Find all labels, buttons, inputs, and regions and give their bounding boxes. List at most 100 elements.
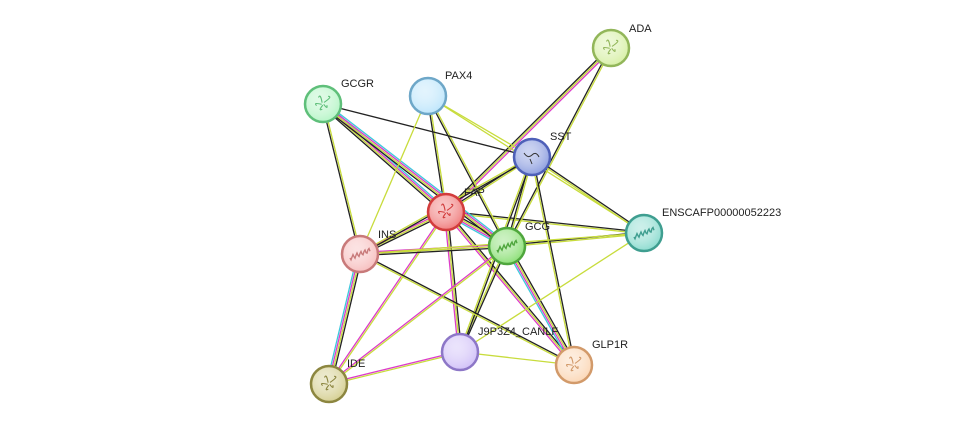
node-highlight <box>312 367 346 401</box>
edge-evidence-line <box>532 155 645 233</box>
edge-gcg-ide <box>328 244 508 386</box>
node-glp1r[interactable]: GLP1R <box>554 339 628 385</box>
node-label-gcgr: GCGR <box>341 78 374 90</box>
node-highlight <box>557 348 591 382</box>
edge-evidence-line <box>330 254 363 385</box>
edge-evidence-line <box>329 212 448 385</box>
edge-sst-glp1r <box>530 156 576 366</box>
edge-evidence-line <box>507 245 576 365</box>
node-pax4[interactable]: PAX4 <box>408 70 472 116</box>
edge-evidence-line <box>445 211 461 353</box>
edge-evidence-line <box>507 48 613 247</box>
edge-evidence-line <box>320 105 445 215</box>
edge-evidence-line <box>323 102 508 246</box>
edge-evidence-line <box>322 104 507 248</box>
edge-ins-ide <box>326 253 363 385</box>
node-label-fap: FAP <box>464 187 485 199</box>
peptide-structure-icon <box>523 152 540 165</box>
node-label-ada: ADA <box>629 23 652 35</box>
edge-evidence-line <box>505 47 611 246</box>
edge-evidence-line <box>460 246 509 353</box>
edge-evidence-line <box>329 254 362 385</box>
node-highlight <box>594 31 628 65</box>
node-highlight <box>411 79 445 113</box>
node-label-sst: SST <box>550 131 572 143</box>
node-fap[interactable]: FAP <box>426 187 485 232</box>
edge-gcg-gcgr <box>321 101 509 249</box>
edge-evidence-line <box>327 253 360 384</box>
edge-evidence-line <box>322 103 533 158</box>
helix-structure-icon <box>496 239 518 254</box>
edge-fap-j9p3z4 <box>443 211 463 353</box>
edge-ins-pax4 <box>359 95 429 255</box>
node-sst[interactable]: SST <box>512 131 572 177</box>
edge-evidence-line <box>446 211 463 352</box>
edge-evidence-line <box>359 254 574 367</box>
node-highlight <box>429 195 463 229</box>
nodes-layer: FAP GCG SST INS GCGR PAX4 ADA ENSCAFP0000005222… <box>303 23 781 404</box>
edge-evidence-line <box>321 105 506 249</box>
node-gcg[interactable]: GCG <box>487 221 550 266</box>
protein-structure-icon <box>438 203 454 219</box>
helix-structure-icon <box>633 226 655 241</box>
edge-gcg-ada <box>505 47 613 247</box>
node-label-gcg: GCG <box>525 221 550 233</box>
edge-sst-gcgr <box>322 103 533 158</box>
edge-evidence-line <box>444 212 574 367</box>
edge-evidence-line <box>321 104 360 255</box>
edge-evidence-line <box>530 157 574 366</box>
edge-evidence-line <box>532 156 576 365</box>
edge-j9p3z4-enscafp <box>459 232 645 353</box>
edge-evidence-line <box>446 210 576 365</box>
node-label-enscafp: ENSCAFP00000052223 <box>662 207 781 219</box>
edge-ins-glp1r <box>359 252 575 367</box>
edge-fap-glp1r <box>444 210 576 367</box>
edge-gcg-ins <box>359 243 508 257</box>
edge-evidence-line <box>508 244 577 365</box>
edge-evidence-line <box>445 211 575 366</box>
protein-structure-icon <box>566 356 582 372</box>
helix-structure-icon <box>349 247 371 262</box>
edge-evidence-line <box>360 252 575 365</box>
node-label-ide: IDE <box>347 358 365 370</box>
edge-evidence-line <box>426 96 507 247</box>
protein-structure-icon <box>603 39 619 55</box>
edge-evidence-line <box>443 212 460 353</box>
node-label-j9p3z4: J9P3Z4_CANLF <box>478 326 558 338</box>
edge-evidence-line <box>323 103 362 254</box>
edge-evidence-line <box>328 244 507 384</box>
node-ada[interactable]: ADA <box>591 23 652 68</box>
node-gcgr[interactable]: GCGR <box>303 78 374 124</box>
node-label-ins: INS <box>378 229 396 241</box>
node-label-pax4: PAX4 <box>445 70 472 82</box>
edge-evidence-line <box>459 232 645 353</box>
edge-sst-pax4 <box>427 95 533 158</box>
node-j9p3z4[interactable]: J9P3Z4_CANLF <box>440 326 558 372</box>
edge-evidence-line <box>328 350 460 384</box>
edge-fap-ide <box>327 211 448 385</box>
edge-ins-gcgr <box>321 103 362 255</box>
node-label-glp1r: GLP1R <box>592 339 628 351</box>
node-ide[interactable]: IDE <box>309 358 365 404</box>
edge-evidence-line <box>359 95 429 255</box>
edge-gcg-glp1r <box>504 244 577 367</box>
protein-structure-icon <box>321 375 337 391</box>
node-ins[interactable]: INS <box>340 229 396 274</box>
node-highlight <box>515 140 549 174</box>
edge-evidence-line <box>428 95 509 246</box>
protein-structure-icon <box>315 95 331 111</box>
edge-evidence-line <box>444 46 611 212</box>
node-enscafp[interactable]: ENSCAFP00000052223 <box>624 207 781 253</box>
edge-j9p3z4-ide <box>328 350 461 386</box>
edge-evidence-line <box>324 101 509 245</box>
edge-evidence-line <box>327 211 446 384</box>
node-highlight <box>443 335 477 369</box>
edge-evidence-line <box>507 233 645 248</box>
edge-gcg-pax4 <box>426 95 509 247</box>
edge-evidence-line <box>446 210 645 233</box>
edge-evidence-line <box>504 246 573 367</box>
node-highlight <box>306 87 340 121</box>
edge-evidence-line <box>428 95 448 212</box>
edge-evidence-line <box>329 352 461 386</box>
